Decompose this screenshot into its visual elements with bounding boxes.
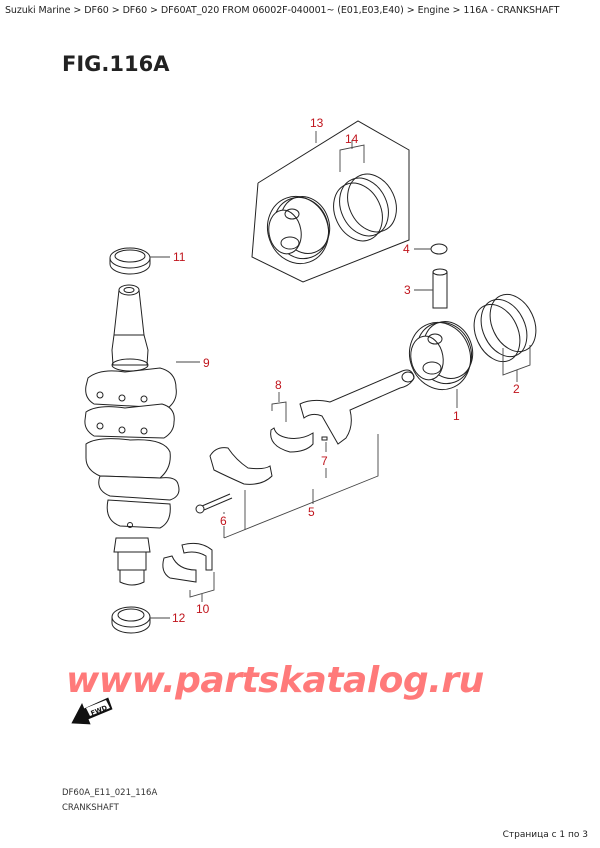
oil-seal-12-drawing[interactable] — [111, 606, 151, 634]
piston-13-drawing — [267, 195, 331, 265]
label-4[interactable]: 4 — [403, 242, 410, 256]
label-1[interactable]: 1 — [453, 409, 460, 423]
watermark: www.partskatalog.ru — [66, 660, 484, 701]
label-12[interactable]: 12 — [172, 611, 186, 625]
label-7[interactable]: 7 — [321, 454, 328, 468]
breadcrumb-engine[interactable]: Engine — [417, 5, 450, 16]
breadcrumb-separator: > — [150, 5, 158, 16]
label-14[interactable]: 14 — [345, 132, 359, 146]
label-8[interactable]: 8 — [275, 378, 282, 392]
label-11[interactable]: 11 — [173, 250, 186, 264]
rod-bearing-8-drawing[interactable] — [270, 427, 314, 453]
breadcrumb-separator: > — [406, 5, 415, 16]
fwd-arrow-icon: FWD — [71, 697, 113, 725]
bolt-6-drawing[interactable] — [195, 493, 233, 514]
circlip-4-drawing[interactable] — [430, 243, 448, 255]
label-13[interactable]: 13 — [310, 116, 324, 130]
piston-set-group[interactable] — [251, 120, 410, 283]
piston-pin-3-drawing[interactable] — [432, 268, 448, 309]
connecting-rod-5-drawing[interactable] — [299, 369, 415, 445]
pin-7-drawing[interactable] — [321, 436, 328, 441]
breadcrumb-current-section: 116A - CRANKSHAFT — [463, 5, 560, 16]
main-bearing-10-drawing[interactable] — [162, 542, 213, 583]
breadcrumb-df60-model[interactable]: DF60 — [122, 5, 148, 16]
figure-title: FIG.116A — [62, 52, 170, 76]
figure-name: CRANKSHAFT — [62, 803, 119, 813]
piston-1-drawing[interactable] — [400, 314, 480, 398]
label-5[interactable]: 5 — [308, 505, 315, 519]
oil-seal-11-drawing[interactable] — [109, 247, 151, 275]
rod-cap-drawing[interactable] — [209, 447, 273, 485]
breadcrumb-separator: > — [111, 5, 120, 16]
breadcrumb-suzuki-marine[interactable]: Suzuki Marine — [5, 5, 71, 16]
breadcrumb-separator: > — [73, 5, 82, 16]
breadcrumb: Suzuki Marine>DF60>DF60>DF60AT_020 FROM … — [5, 5, 559, 16]
label-10[interactable]: 10 — [196, 602, 210, 616]
piston-rings-2-drawing[interactable] — [465, 287, 544, 369]
label-3[interactable]: 3 — [404, 283, 411, 297]
label-6[interactable]: 6 — [220, 514, 227, 528]
figure-code: DF60A_E11_021_116A — [62, 788, 158, 798]
piston-rings-14-drawing — [333, 173, 397, 242]
pagination: Страница с 1 по 3 — [502, 830, 588, 840]
label-2[interactable]: 2 — [513, 382, 520, 396]
breadcrumb-separator: > — [452, 5, 461, 16]
breadcrumb-df60[interactable]: DF60 — [84, 5, 109, 16]
crankshaft-9-drawing[interactable] — [84, 284, 180, 586]
breadcrumb-serial-range[interactable]: DF60AT_020 FROM 06002F-040001~ (E01,E03,… — [160, 5, 404, 16]
label-9[interactable]: 9 — [203, 356, 210, 370]
